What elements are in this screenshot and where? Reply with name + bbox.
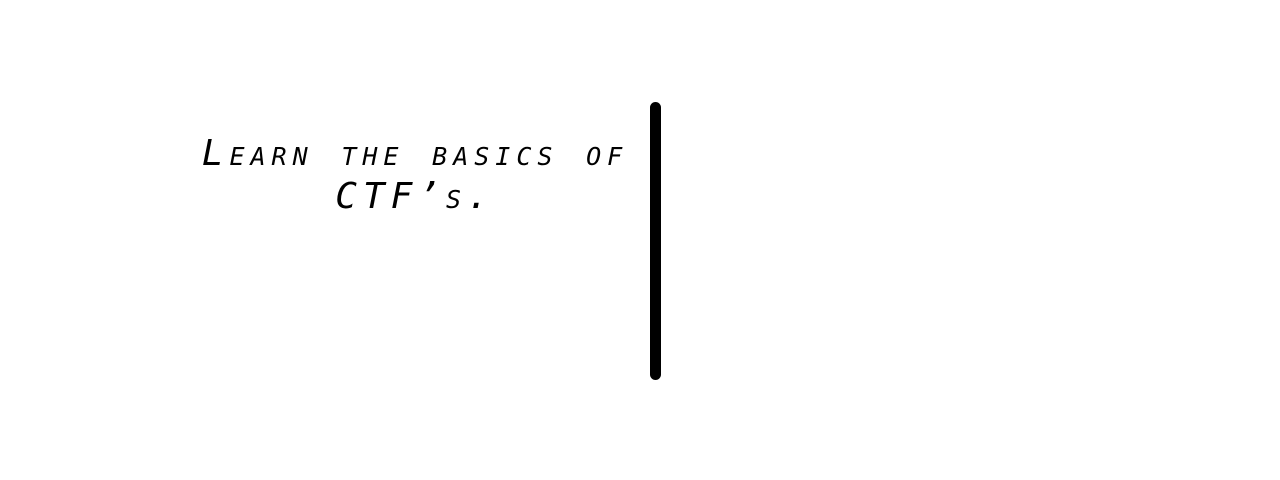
vertical-divider	[650, 102, 661, 380]
hero-tagline: Learn the basics of CTF’s.	[201, 133, 629, 217]
